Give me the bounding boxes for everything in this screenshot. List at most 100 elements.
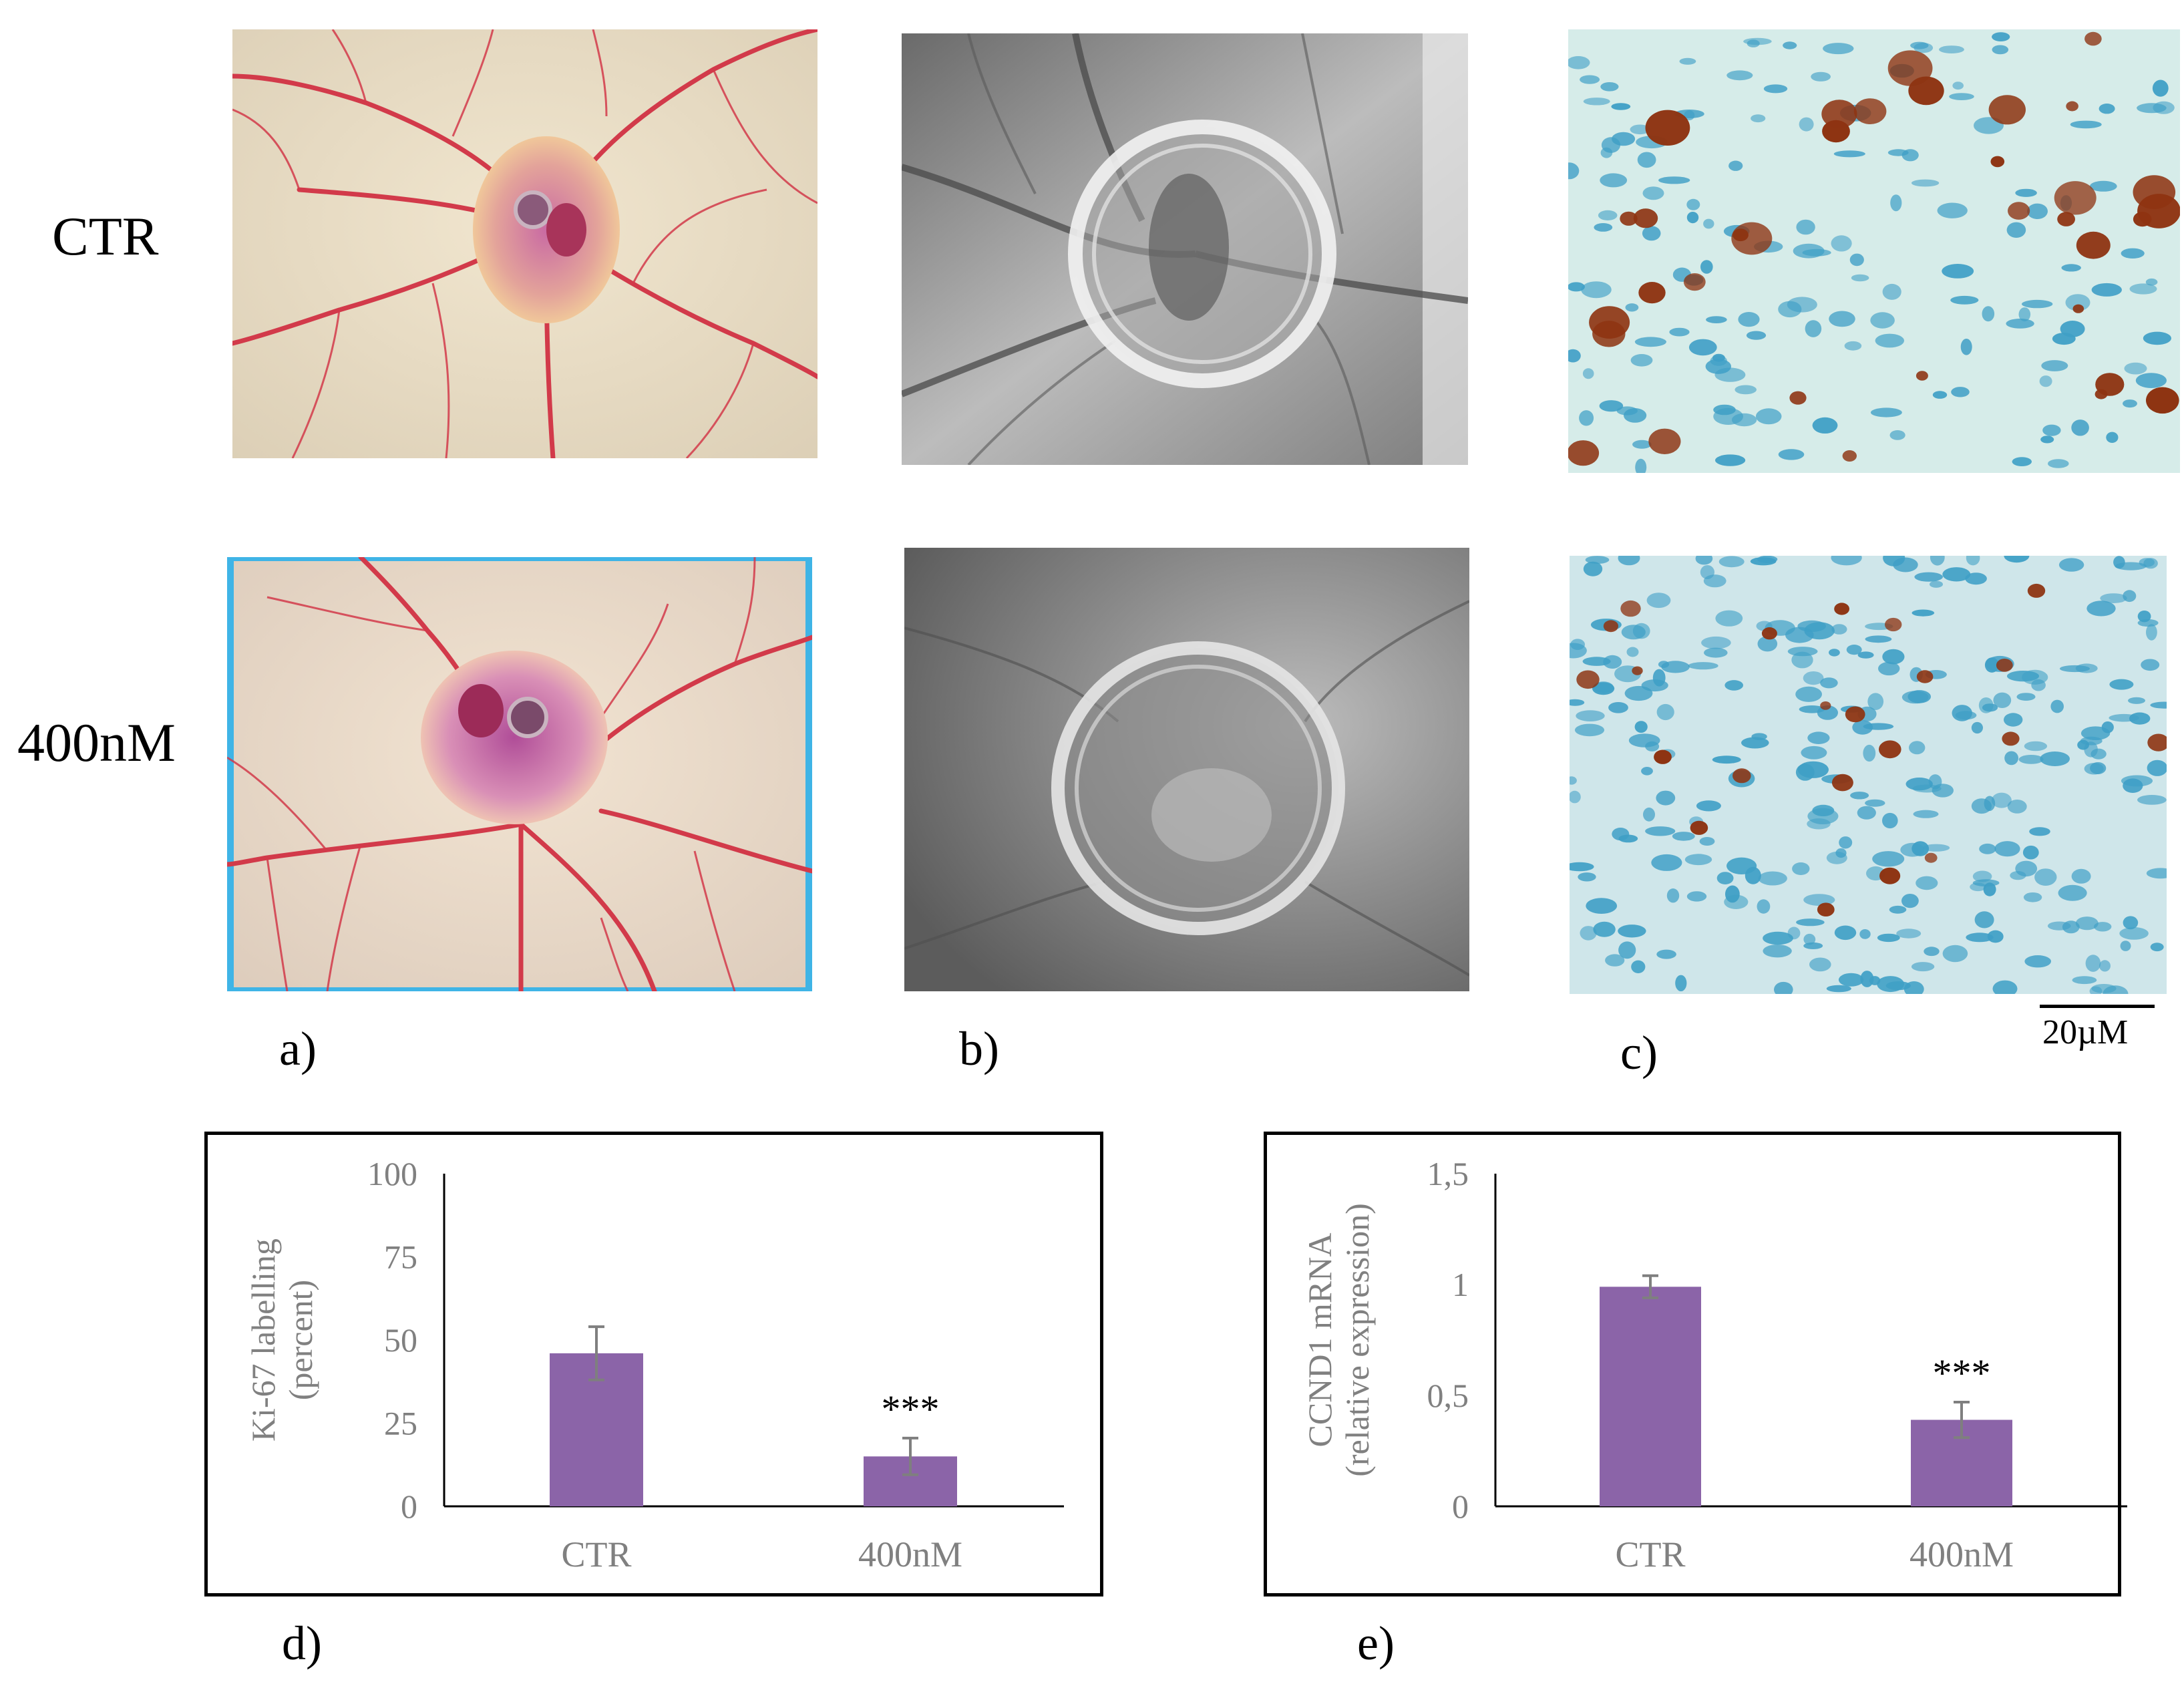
- nucleus-blue: [2152, 79, 2169, 97]
- nucleus-blue: [1576, 710, 1605, 721]
- nucleus-blue: [1645, 741, 1660, 751]
- nucleus-blue: [2123, 916, 2139, 930]
- nucleus-blue: [1758, 871, 1787, 886]
- nucleus-blue: [1755, 408, 1782, 425]
- nucleus-blue: [1724, 894, 1749, 909]
- nucleus-blue: [1932, 391, 1948, 399]
- photo-ki67-treated: [1570, 556, 2167, 994]
- nucleus-blue: [1618, 924, 1646, 938]
- nucleus-blue: [1889, 905, 1907, 914]
- nucleus-blue: [1578, 872, 1596, 882]
- nucleus-blue: [1791, 651, 1813, 669]
- nucleus-blue: [2084, 741, 2098, 758]
- nucleus-blue: [1783, 41, 1797, 49]
- nucleus-brown: [2066, 101, 2078, 112]
- nucleus-blue: [1624, 685, 1653, 701]
- nucleus-blue: [1799, 705, 1825, 713]
- nucleus-blue: [1626, 647, 1639, 657]
- nucleus-blue: [1745, 866, 1761, 884]
- nucleus-blue: [1705, 359, 1731, 374]
- panel-letter-d: d): [282, 1617, 322, 1670]
- nucleus-blue: [1951, 387, 1970, 397]
- nucleus-brown: [1620, 600, 1641, 617]
- nucleus-blue: [1568, 56, 1590, 69]
- nucleus-blue: [1812, 417, 1838, 434]
- nucleus-blue: [1912, 841, 1930, 856]
- row-label-treated: 400nM: [17, 712, 176, 773]
- nucleus-blue: [1942, 567, 1971, 582]
- nucleus-blue: [2071, 868, 2091, 884]
- nucleus-blue: [1583, 561, 1603, 576]
- nucleus-brown: [2057, 212, 2075, 226]
- nucleus-brown: [1990, 156, 2005, 168]
- nucleus-blue: [1570, 790, 1581, 804]
- nucleus-blue: [2007, 671, 2039, 682]
- nucleus-blue: [1656, 790, 1676, 806]
- nucleus-blue: [1831, 556, 1862, 566]
- nucleus-blue: [1637, 152, 1656, 168]
- nucleus-blue: [1763, 931, 1793, 945]
- nucleus-blue: [1618, 941, 1636, 959]
- nucleus-blue: [1807, 808, 1839, 824]
- y-axis-title-line: CCND1 mRNA: [1301, 1233, 1338, 1448]
- nucleus-blue: [1993, 692, 2012, 708]
- nucleus-blue: [1796, 219, 1815, 235]
- nucleus-blue: [2099, 960, 2111, 972]
- nucleus-blue: [2004, 713, 2023, 727]
- nucleus-blue: [2041, 360, 2068, 371]
- nucleus-blue: [2060, 321, 2085, 337]
- nucleus-blue: [1911, 179, 1940, 187]
- nucleus-blue: [1605, 954, 1625, 967]
- nucleus-brown: [1761, 627, 1777, 640]
- nucleus-brown: [1733, 228, 1749, 242]
- nucleus-brown: [1885, 617, 1902, 632]
- nucleus-blue: [1747, 39, 1760, 47]
- nucleus-blue: [1860, 971, 1874, 987]
- nucleus-brown: [1690, 820, 1708, 835]
- nucleus-blue: [1600, 82, 1619, 92]
- nucleus-blue: [2012, 457, 2032, 466]
- nucleus-blue: [1600, 173, 1628, 188]
- nucleus-blue: [2115, 562, 2147, 570]
- nucleus-blue: [1803, 933, 1816, 945]
- nucleus-blue: [1966, 933, 1994, 943]
- nucleus-blue: [1582, 657, 1611, 666]
- nucleus-blue: [1593, 921, 1616, 937]
- nucleus-brown: [1568, 440, 1600, 466]
- nucleus-blue: [1949, 93, 1974, 100]
- nucleus-brown: [1988, 95, 2026, 125]
- nucleus-blue: [1930, 580, 1943, 588]
- nucleus-blue: [1686, 198, 1700, 210]
- nucleus-brown: [2147, 733, 2167, 751]
- nucleus-blue: [2004, 751, 2018, 766]
- nucleus-blue: [2123, 399, 2137, 408]
- nucleus-blue: [2059, 665, 2090, 673]
- nucleus-blue: [1792, 862, 1810, 875]
- nucleus-blue: [1612, 828, 1630, 841]
- nucleus-blue: [1889, 430, 1905, 440]
- nucleus-blue: [1666, 888, 1680, 903]
- nucleus-blue: [1984, 657, 1999, 673]
- y-axis-title-line: (percent): [282, 1280, 319, 1400]
- nucleus-blue: [2120, 941, 2131, 951]
- nucleus-blue: [1684, 854, 1712, 866]
- nucleus-blue: [1984, 796, 1996, 812]
- nucleus-blue: [1757, 556, 1778, 563]
- nucleus-brown: [2146, 387, 2179, 414]
- nucleus-brown: [1638, 282, 1666, 304]
- nucleus-blue: [1979, 843, 1996, 854]
- nucleus-blue: [1803, 671, 1824, 685]
- nucleus-blue: [1960, 339, 1972, 355]
- nucleus-blue: [2091, 984, 2117, 993]
- nucleus-blue: [2106, 432, 2119, 443]
- y-tick-label: 100: [367, 1155, 417, 1192]
- nucleus-blue: [2137, 619, 2159, 627]
- nucleus-blue: [1826, 985, 1851, 993]
- nucleus-blue: [1887, 149, 1909, 156]
- nucleus-blue: [1877, 933, 1900, 943]
- nucleus-blue: [1839, 836, 1853, 849]
- nucleus-blue: [1612, 132, 1636, 146]
- panel-letter-b: b): [959, 1022, 999, 1075]
- nucleus-blue: [1820, 677, 1838, 689]
- nucleus-blue: [1581, 281, 1612, 299]
